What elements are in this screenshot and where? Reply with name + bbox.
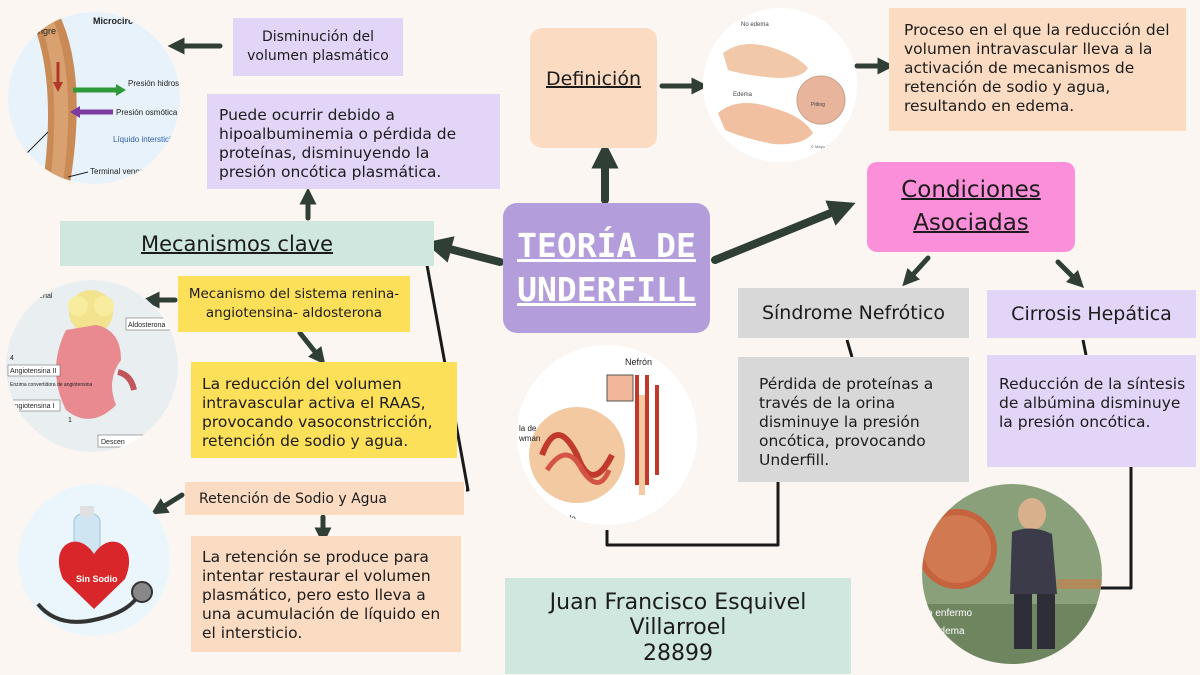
nephron-image: Nefrón la de wman ulo (517, 345, 697, 525)
author-name: Juan Francisco Esquivel Villarroel (549, 590, 807, 640)
kidney-label-n4: 4 (10, 355, 14, 362)
definicion-box: Definición (530, 28, 657, 148)
liver-label-enfermo: o enfermo (927, 608, 972, 619)
sodio-title: Retención de Sodio y Agua (199, 490, 388, 507)
capillary-label-hidrostatica: Presión hidrostática (128, 79, 180, 88)
liver-illustration: o enfermo edema na (922, 484, 1102, 664)
feet-label-credit: © Mayo Clin (811, 144, 833, 149)
cirrosis-text: Reducción de la síntesis de albúmina dis… (999, 375, 1186, 431)
kidney-illustration: Aldosterona arterial Angiotensina II Enz… (6, 280, 178, 452)
nefrotico-text: Pérdida de proteínas a través de la orin… (759, 375, 934, 469)
plasma-text-box: Puede ocurrir debido a hipoalbuminemia o… (207, 94, 500, 189)
mecanismos-heading: Mecanismos clave (140, 231, 334, 256)
capillary-image: Microcirc ngre Presión hidrostática Pres… (8, 12, 180, 184)
liver-image: o enfermo edema na (922, 484, 1102, 664)
raas-text-box: La reducción del volumen intravascular a… (191, 362, 457, 458)
nefrotico-title: Síndrome Nefrótico (761, 302, 946, 324)
kidney-label-n1: 1 (68, 417, 72, 424)
definicion-text: Proceso en el que la reducción del volum… (904, 21, 1170, 115)
author-id: 28899 (643, 641, 713, 666)
cirrosis-image-connector (1100, 467, 1133, 590)
feet-label-edema: Edema (733, 92, 753, 98)
capillary-label-osmotica: Presión osmótica (116, 108, 178, 117)
heart-image: Sin Sodio (18, 484, 170, 636)
feet-label-pitting: Pitting (811, 102, 825, 108)
nephron-label-bowman2: wman (518, 434, 540, 443)
nefrotico-image-connector (845, 339, 854, 358)
plasma-text: Puede ocurrir debido a hipoalbuminemia o… (219, 106, 457, 181)
feet-label-no-edema: No edema (741, 22, 769, 28)
feet-image: No edema Edema Pitting © Mayo Clin (703, 8, 857, 162)
raas-title-box: Mecanismo del sistema renina-angiotensin… (178, 276, 410, 332)
cirrosis-title-box: Cirrosis Hepática (987, 290, 1196, 338)
definicion-heading: Definición (546, 68, 641, 90)
sodio-title-box: Retención de Sodio y Agua (185, 482, 464, 515)
main-title-box: TEORÍA DE UNDERFILL (503, 203, 710, 333)
kidney-label-angiotensina1: Angiotensina I (10, 403, 54, 410)
cirrosis-connector (1081, 339, 1088, 356)
arrow-to-nefrotico (902, 255, 931, 287)
kidney-label-descenso: Descen (101, 439, 125, 446)
heart-illustration: Sin Sodio (18, 484, 170, 636)
cirrosis-text-box: Reducción de la síntesis de albúmina dis… (987, 355, 1196, 467)
capillary-illustration: Microcirc ngre Presión hidrostática Pres… (8, 12, 180, 184)
author-box: Juan Francisco Esquivel Villarroel 28899 (505, 578, 851, 674)
capillary-label-sangre: ngre (38, 26, 56, 36)
nephron-label-bowman1: la de (519, 424, 537, 433)
arrow-to-mecanismos (424, 236, 504, 266)
cirrosis-title: Cirrosis Hepática (1011, 303, 1172, 325)
kidney-label-angiotensina2: Angiotensina II (10, 368, 56, 375)
main-title: TEORÍA DE UNDERFILL (517, 226, 696, 309)
capillary-label-venosa: Terminal venosa (90, 167, 149, 176)
plasma-title: Disminución del volumen plasmático (247, 29, 389, 64)
liver-label-edema: edema (934, 626, 965, 637)
mecanismos-box: Mecanismos clave (60, 221, 434, 266)
raas-title: Mecanismo del sistema renina-angiotensin… (188, 286, 400, 321)
raas-text: La reducción del volumen intravascular a… (202, 375, 433, 450)
plasma-title-box: Disminución del volumen plasmático (233, 18, 403, 76)
nephron-label: Nefrón (625, 357, 652, 367)
nephron-label-tubulo: ulo (565, 514, 576, 523)
sodio-text-box: La retención se produce para intentar re… (191, 536, 461, 652)
sodio-text: La retención se produce para intentar re… (202, 548, 441, 642)
arrow-to-condiciones (711, 200, 856, 264)
condiciones-heading: Condiciones Asociadas (901, 177, 1041, 236)
kidney-label-aldosterona: Aldosterona (128, 322, 165, 329)
kidney-label-enzima: Enzima convertidora de angiotensina (10, 382, 92, 388)
arrow-to-cirrosis (1055, 259, 1085, 289)
capillary-label-liquido: Líquido intersticial (113, 135, 177, 144)
arrow-raas-down (297, 330, 326, 365)
nefrotico-title-box: Síndrome Nefrótico (738, 288, 969, 338)
condiciones-box: Condiciones Asociadas (867, 162, 1075, 252)
nephron-illustration: Nefrón la de wman ulo (517, 345, 697, 525)
kidney-label-arterial: arterial (31, 293, 53, 300)
feet-illustration: No edema Edema Pitting © Mayo Clin (703, 8, 857, 162)
liver-label-na: na (937, 640, 949, 651)
capillary-label-microcirc: Microcirc (93, 16, 133, 26)
arrow-sodio-to-heart (150, 492, 185, 515)
heart-label: Sin Sodio (76, 574, 118, 584)
definicion-text-box: Proceso en el que la reducción del volum… (889, 8, 1186, 131)
nefrotico-text-box: Pérdida de proteínas a través de la orin… (738, 357, 969, 482)
kidney-image: Aldosterona arterial Angiotensina II Enz… (6, 280, 178, 452)
